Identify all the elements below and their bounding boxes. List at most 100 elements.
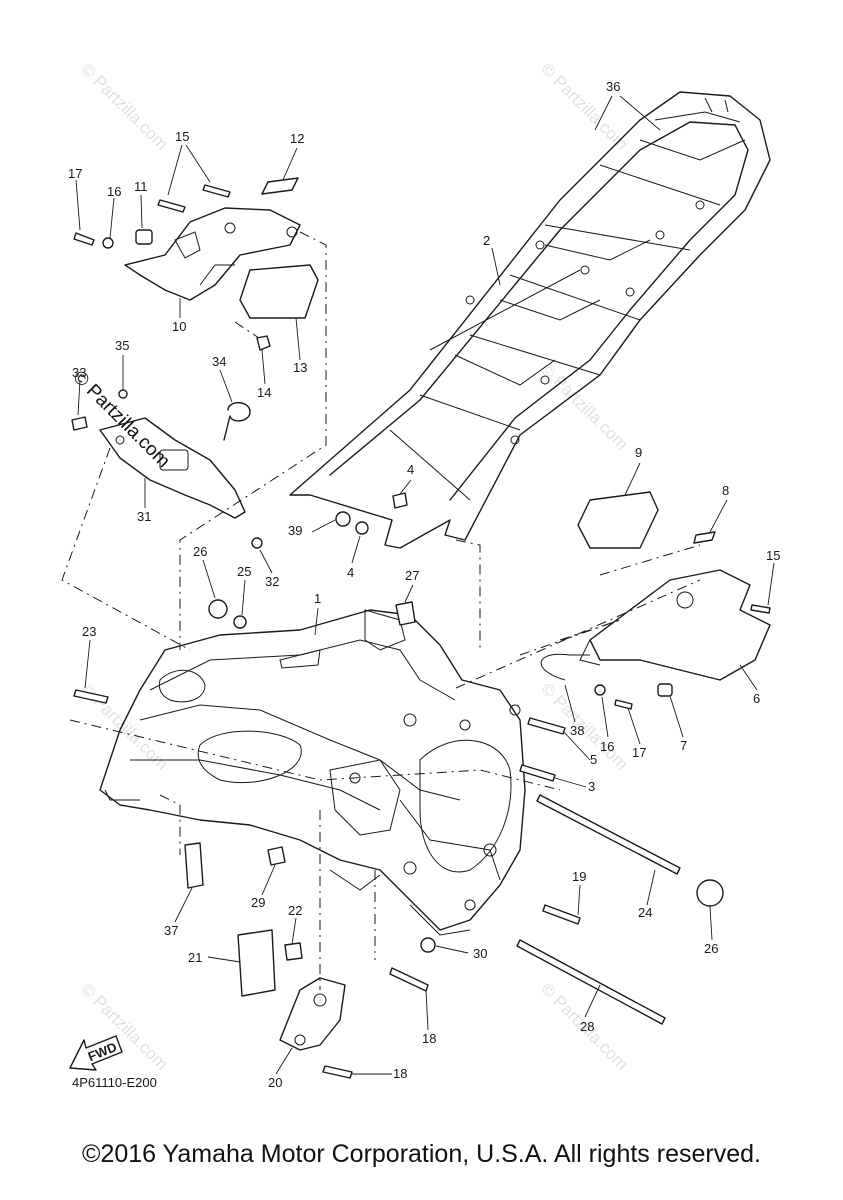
bolt-5 <box>527 717 566 735</box>
watermark-text: © Partzilla.com <box>77 59 171 153</box>
callout-label: 14 <box>257 385 271 400</box>
callout-label: 13 <box>293 360 307 375</box>
callout-label: 34 <box>212 354 226 369</box>
bolt-15-right <box>750 604 771 614</box>
washer-16-top <box>102 237 114 249</box>
callout-label: 27 <box>405 568 419 583</box>
callout-label: 23 <box>82 624 96 639</box>
callout-label: 38 <box>570 723 584 738</box>
callout-label: 4 <box>347 565 354 580</box>
label-12 <box>261 177 299 195</box>
collar-30 <box>420 937 436 953</box>
callout-label: 3 <box>588 779 595 794</box>
damper-11 <box>135 229 153 245</box>
callout-label: 10 <box>172 319 186 334</box>
pad-9 <box>577 491 659 549</box>
damper-22 <box>284 942 303 961</box>
callout-numbers: 36 2 12 15 17 16 11 10 13 14 35 33 34 31… <box>68 79 780 1090</box>
nut-33 <box>71 416 88 431</box>
callout-label: 35 <box>115 338 129 353</box>
callout-label: 11 <box>134 179 148 194</box>
collar-39 <box>335 511 351 527</box>
screw-32 <box>251 537 263 549</box>
watermark-text: © Partzilla.com <box>537 359 631 453</box>
bracket-20 <box>279 977 346 1051</box>
bracket-10 <box>124 207 301 301</box>
bolt-18-upper <box>389 967 429 992</box>
callout-label: 12 <box>290 131 304 146</box>
callout-label: 19 <box>572 869 586 884</box>
callout-label: 20 <box>268 1075 282 1090</box>
screw-35 <box>118 389 128 399</box>
callout-label: 9 <box>635 445 642 460</box>
bolt-19 <box>542 904 581 925</box>
label-8 <box>693 531 716 544</box>
nut-4b <box>355 521 369 535</box>
callout-label: 18 <box>422 1031 436 1046</box>
clamp-34 <box>223 402 251 441</box>
pad-21 <box>237 929 276 997</box>
callout-label: 26 <box>704 941 718 956</box>
bolt-17-top <box>73 232 95 246</box>
callout-label: 1 <box>314 591 321 606</box>
fwd-arrow-icon: FWD <box>69 1035 123 1071</box>
callout-label: 26 <box>193 544 207 559</box>
bracket-31 <box>99 417 246 519</box>
cap-26-left <box>208 599 228 619</box>
callout-label: 21 <box>188 950 202 965</box>
callout-label: 30 <box>473 946 487 961</box>
bolt-28 <box>516 939 666 1025</box>
collar-25 <box>233 615 247 629</box>
callout-label: 16 <box>107 184 121 199</box>
callout-label: 37 <box>164 923 178 938</box>
collar-29 <box>267 846 286 866</box>
main-frame <box>99 609 526 936</box>
callout-label: 32 <box>265 574 279 589</box>
wire-38 <box>540 653 590 681</box>
bolt-23 <box>73 689 109 704</box>
leader-lines <box>75 95 775 1075</box>
callout-label: 15 <box>175 129 189 144</box>
callout-label: 6 <box>753 691 760 706</box>
callout-label: 7 <box>680 738 687 753</box>
callout-label: 24 <box>638 905 652 920</box>
callout-label: 25 <box>237 564 251 579</box>
bolt-24 <box>536 794 681 875</box>
bolt-15b <box>202 184 231 198</box>
washer-16-right <box>594 684 606 696</box>
bolt-3 <box>519 764 556 782</box>
callout-label: 33 <box>72 365 86 380</box>
callout-label: 36 <box>606 79 620 94</box>
nut-14 <box>256 335 271 351</box>
bracket-6 <box>579 569 771 681</box>
callout-label: 39 <box>288 523 302 538</box>
callout-label: 28 <box>580 1019 594 1034</box>
damper-7 <box>657 683 673 697</box>
cap-26-right <box>696 879 724 907</box>
callout-label: 29 <box>251 895 265 910</box>
diagram-code: 4P61110-E200 <box>72 1075 157 1090</box>
callout-label: 18 <box>393 1066 407 1081</box>
frame-exploded-diagram: © Partzilla.com © Partzilla.com © Partzi… <box>61 59 780 1090</box>
watermark-text: © Partzilla.com <box>537 59 631 153</box>
bolt-15a <box>157 199 186 213</box>
callout-label: 8 <box>722 483 729 498</box>
collar-27 <box>395 601 416 626</box>
pad-13 <box>239 264 319 319</box>
callout-label: 17 <box>68 166 82 181</box>
bolt-18-lower <box>322 1065 353 1079</box>
nut-4a <box>392 492 408 509</box>
callout-label: 5 <box>590 752 597 767</box>
plate-37 <box>184 842 204 889</box>
callout-label: 4 <box>407 462 414 477</box>
callout-label: 15 <box>766 548 780 563</box>
rear-subframe <box>289 91 771 549</box>
callout-label: 17 <box>632 745 646 760</box>
callout-label: 31 <box>137 509 151 524</box>
bolt-17-right <box>614 699 633 710</box>
callout-label: 2 <box>483 233 490 248</box>
callout-label: 22 <box>288 903 302 918</box>
callout-label: 16 <box>600 739 614 754</box>
copyright-notice: ©2016 Yamaha Motor Corporation, U.S.A. A… <box>82 1140 761 1168</box>
